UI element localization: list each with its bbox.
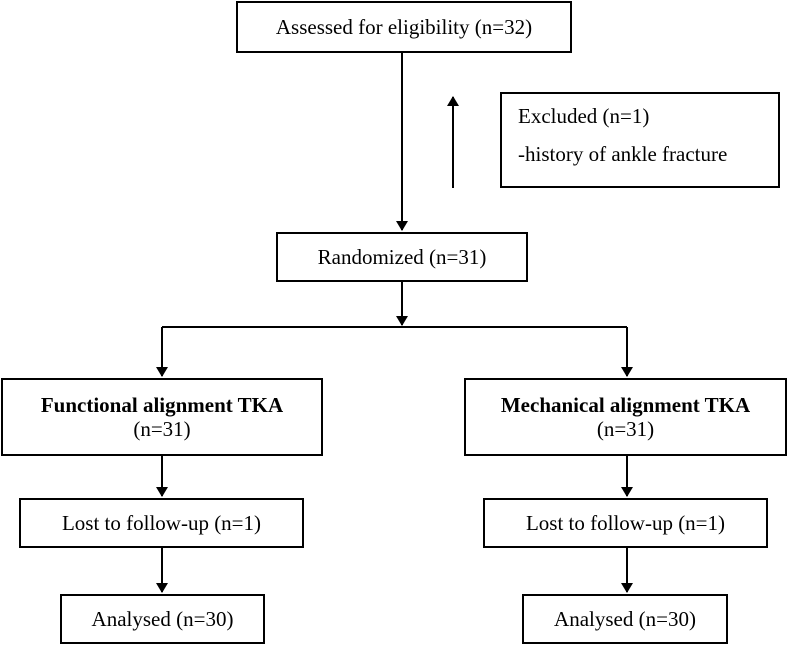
left-arm-count: (n=31) [133, 417, 191, 441]
excluded-title: Excluded (n=1) [518, 104, 650, 128]
left-lost-box: Lost to follow-up (n=1) [19, 498, 304, 548]
right-lost-label: Lost to follow-up (n=1) [525, 510, 726, 535]
randomized-box: Randomized (n=31) [276, 232, 528, 282]
right-arm-count: (n=31) [596, 417, 655, 441]
right-analysed-label: Analysed (n=30) [554, 606, 696, 631]
right-arm-title: Mechanical alignment TKA [500, 392, 751, 417]
right-lost-box: Lost to follow-up (n=1) [483, 498, 768, 548]
left-lost-label: Lost to follow-up (n=1) [61, 510, 262, 535]
excluded-box: Excluded (n=1) -history of ankle fractur… [500, 92, 780, 188]
right-arm-box: Mechanical alignment TKA (n=31) [464, 378, 787, 456]
left-arm-box: Functional alignment TKA (n=31) [1, 378, 323, 456]
left-arm-title: Functional alignment TKA [40, 392, 284, 417]
left-analysed-box: Analysed (n=30) [60, 594, 265, 644]
excluded-reason: -history of ankle fracture [518, 142, 728, 167]
assessed-label: Assessed for eligibility (n=32) [275, 14, 533, 39]
right-analysed-box: Analysed (n=30) [522, 594, 728, 644]
assessed-box: Assessed for eligibility (n=32) [236, 1, 572, 53]
randomized-label: Randomized (n=31) [317, 244, 487, 269]
left-analysed-label: Analysed (n=30) [91, 606, 234, 631]
